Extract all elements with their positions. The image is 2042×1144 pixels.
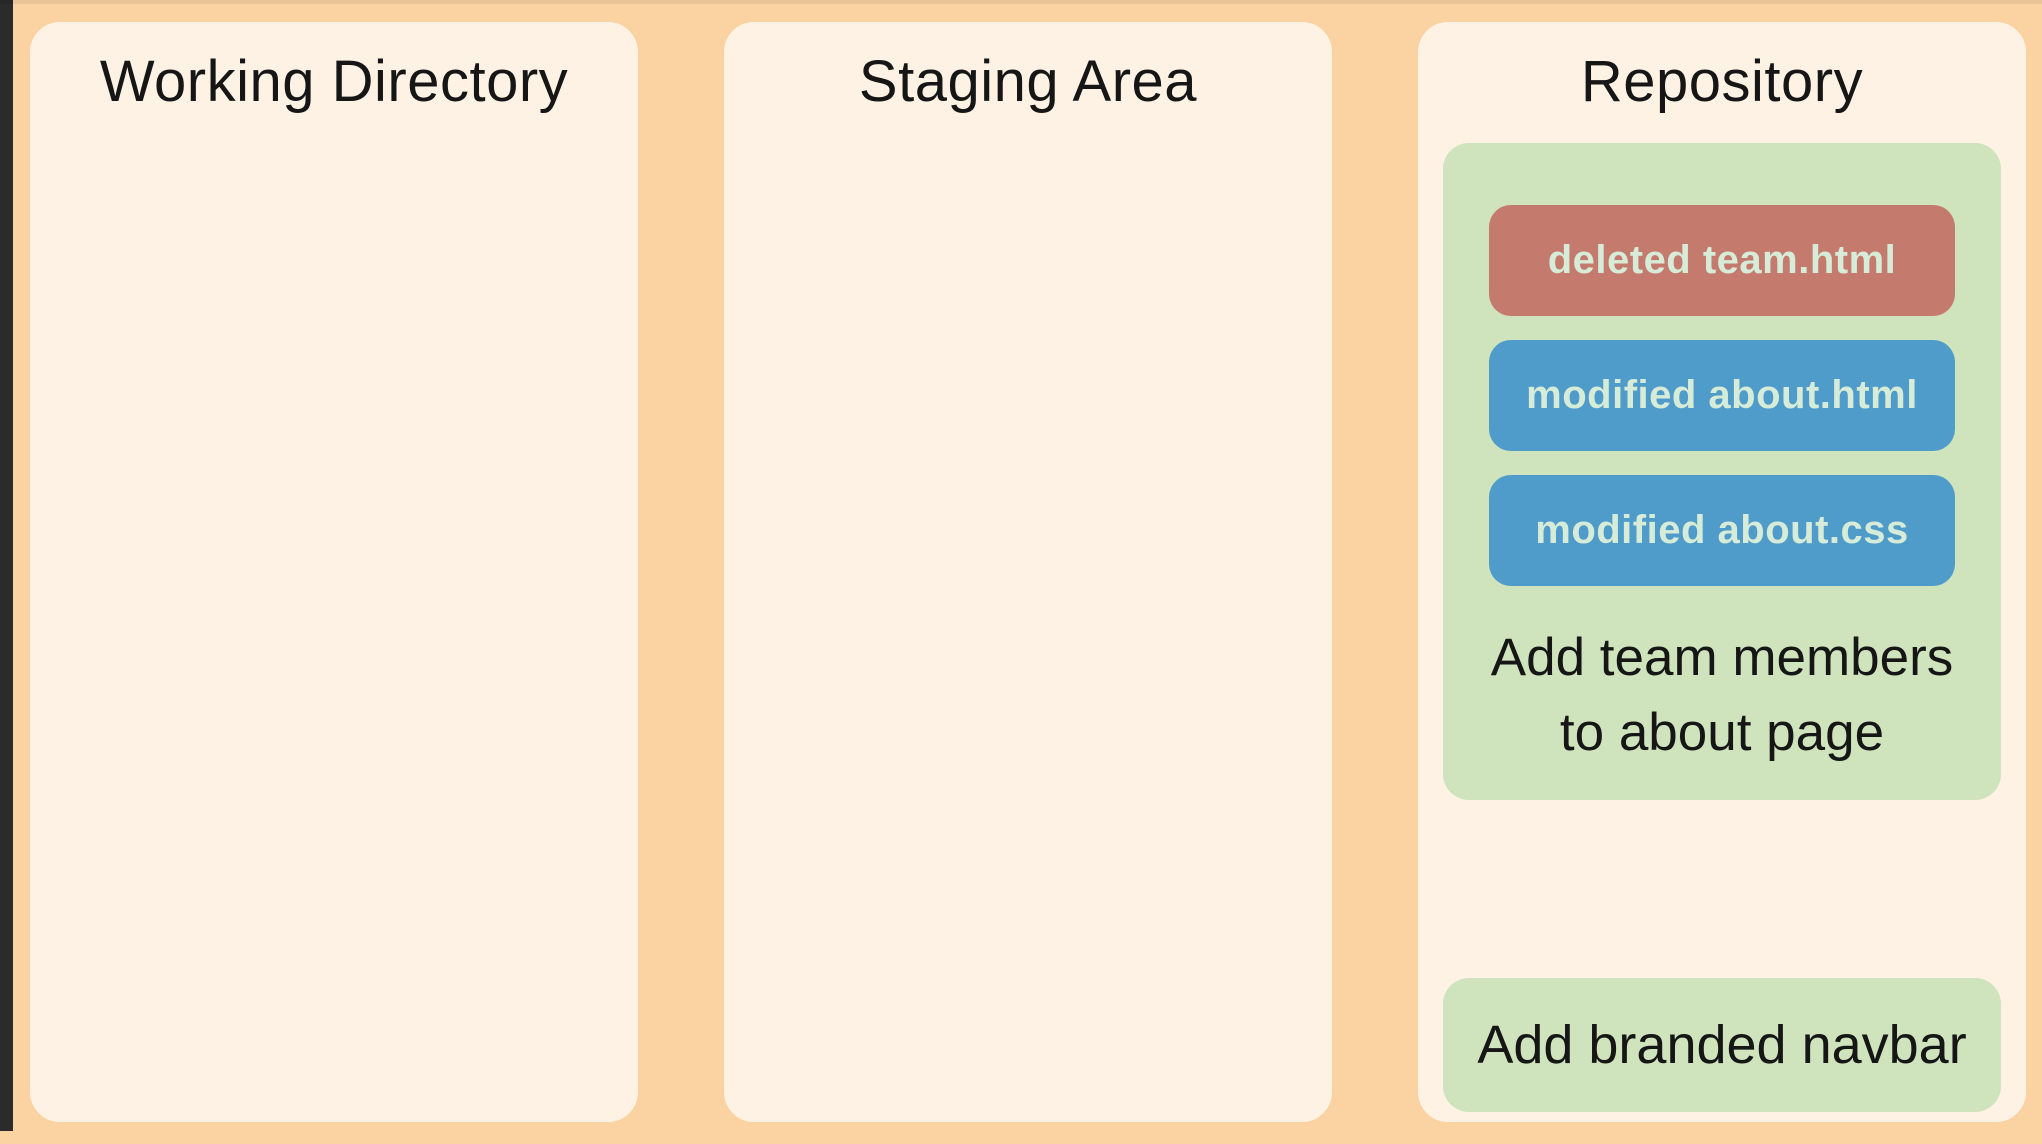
file-chip-deleted-team-html: deleted team.html — [1489, 205, 1955, 316]
file-chip-modified-about-css: modified about.css — [1489, 475, 1955, 586]
panel-title-working-directory: Working Directory — [99, 49, 569, 114]
commit-message-team-members: Add team members to about page — [1490, 628, 1954, 762]
panel-repository: Repository deleted team.html modified ab… — [1418, 22, 2026, 1122]
panel-working-directory: Working Directory — [30, 22, 638, 1122]
file-chip-modified-about-html: modified about.html — [1489, 340, 1955, 451]
commit-message-branded-navbar: Add branded navbar — [1477, 1015, 1967, 1075]
panel-title-repository: Repository — [1580, 49, 1864, 114]
commit-card-team-members: deleted team.html modified about.html mo… — [1443, 143, 2001, 800]
panel-title-staging-area: Staging Area — [858, 49, 1198, 114]
columns-row: Working Directory Staging Area Repositor… — [30, 22, 2026, 1122]
window-edge-strip — [0, 0, 13, 1131]
commit-card-branded-navbar: Add branded navbar — [1443, 978, 2001, 1112]
panel-staging-area: Staging Area — [724, 22, 1332, 1122]
